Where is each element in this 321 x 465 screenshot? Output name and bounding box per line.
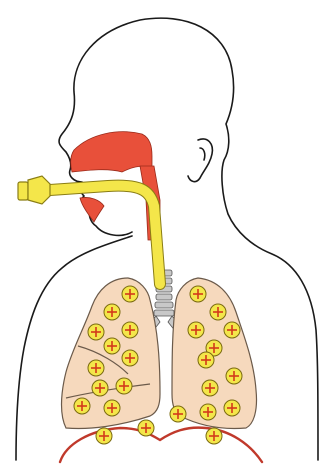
plus-circle-icon: [206, 428, 222, 444]
plus-circle-icon: [96, 428, 112, 444]
plus-circle-icon: [190, 286, 206, 302]
plus-circle-icon: [188, 322, 204, 338]
plus-circle-icon: [122, 286, 138, 302]
trachea-ring: [156, 294, 172, 300]
plus-circle-icon: [198, 352, 214, 368]
plus-circle-icon: [202, 380, 218, 396]
ear-outline: [188, 139, 212, 182]
plus-circle-icon: [138, 420, 154, 436]
plus-circle-icon: [224, 322, 240, 338]
plus-circle-icon: [226, 368, 242, 384]
plus-circle-icon: [122, 322, 138, 338]
connector-body: [28, 176, 50, 204]
plus-circle-icon: [88, 324, 104, 340]
endotracheal-tube: [18, 176, 160, 284]
tube-body-fill: [50, 186, 160, 284]
plus-circle-icon: [104, 400, 120, 416]
ear-inner-outline: [200, 148, 205, 160]
body-outline: [16, 18, 318, 460]
trachea-ring: [155, 302, 173, 308]
oral-cavity: [80, 197, 104, 222]
tube-connector-icon: [18, 176, 50, 204]
plus-circle-icon: [88, 360, 104, 376]
plus-circle-icon: [170, 406, 186, 422]
plus-circle-icon: [92, 380, 108, 396]
trachea-ring: [154, 310, 174, 316]
plus-circle-icon: [104, 338, 120, 354]
plus-circle-icon: [200, 404, 216, 420]
connector-cap: [18, 182, 28, 200]
diaphragm: [60, 428, 262, 462]
tube-body: [50, 186, 160, 284]
plus-circle-icon: [74, 398, 90, 414]
plus-circle-icon: [104, 304, 120, 320]
plus-circle-icon: [210, 304, 226, 320]
plus-circle-icon: [122, 350, 138, 366]
plus-circle-icon: [224, 400, 240, 416]
plus-circle-icon: [116, 378, 132, 394]
